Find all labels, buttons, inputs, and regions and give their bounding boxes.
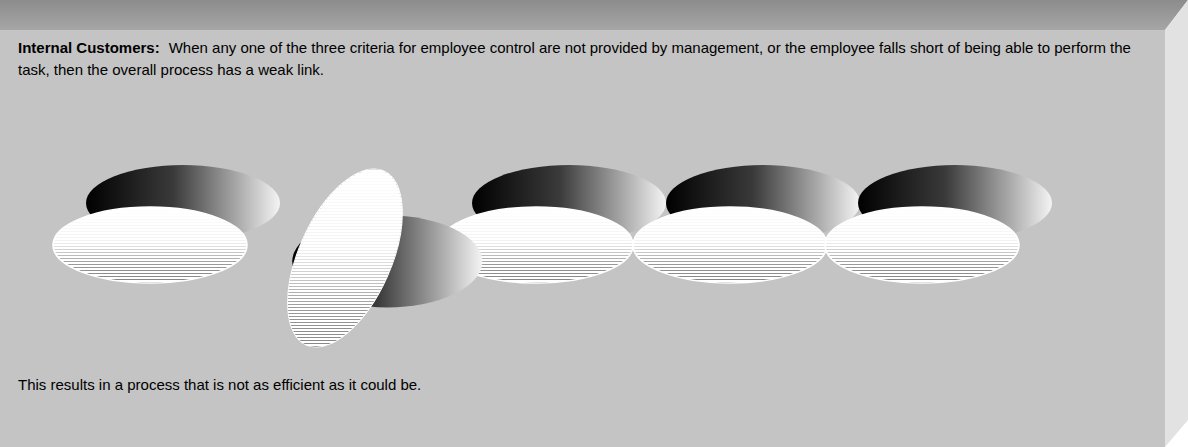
intro-paragraph: Internal Customers:When any one of the t… [18,37,1158,81]
panel-box: Internal Customers:When any one of the t… [0,30,1165,447]
heading: Internal Customers: [18,39,160,56]
body-text: When any one of the three criteria for e… [18,39,1131,78]
conclusion-text: This results in a process that is not as… [18,374,1158,396]
